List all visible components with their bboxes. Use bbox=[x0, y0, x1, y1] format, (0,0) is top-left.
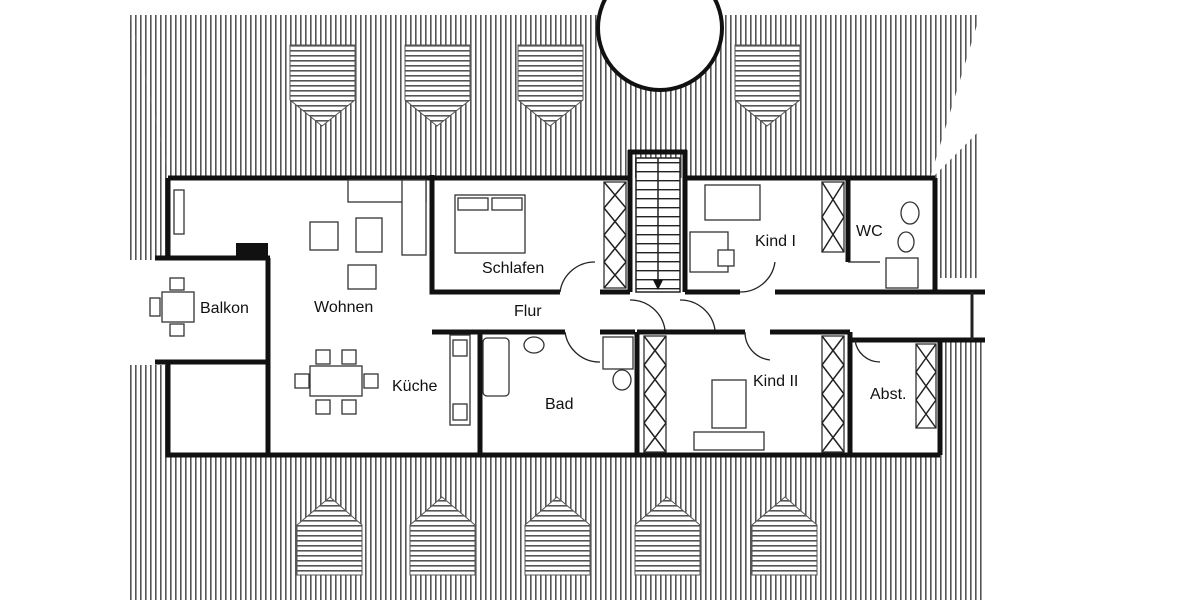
interior-floor bbox=[168, 178, 985, 455]
room-label-kueche: Küche bbox=[392, 378, 437, 395]
doors bbox=[559, 261, 974, 363]
room-label-bad: Bad bbox=[545, 396, 573, 413]
room-label-abst: Abst. bbox=[870, 386, 906, 403]
living-room-furniture bbox=[173, 179, 427, 290]
dining-table bbox=[294, 349, 379, 415]
room-label-wohnen: Wohnen bbox=[314, 299, 373, 316]
room-label-kind2: Kind II bbox=[753, 373, 798, 390]
dormer-windows-bottom bbox=[296, 496, 818, 576]
room-label-wc: WC bbox=[856, 223, 883, 240]
kind1-furniture bbox=[689, 184, 761, 273]
bad-fixtures bbox=[482, 336, 634, 397]
walls bbox=[155, 149, 985, 458]
skylight bbox=[596, 0, 724, 92]
balcony-furniture bbox=[149, 277, 195, 337]
room-labels: Schlafen Kind I WC Balkon Wohnen Flur Kü… bbox=[200, 223, 906, 413]
room-label-flur: Flur bbox=[514, 303, 542, 320]
room-label-balkon: Balkon bbox=[200, 300, 249, 317]
kind2-furniture bbox=[693, 379, 765, 451]
dormer-windows-top bbox=[289, 44, 801, 127]
wardrobes bbox=[603, 181, 937, 453]
room-label-kind1: Kind I bbox=[755, 233, 796, 250]
staircase bbox=[635, 157, 681, 293]
wc-fixtures bbox=[885, 201, 920, 289]
double-bed bbox=[454, 194, 526, 254]
room-label-schlafen: Schlafen bbox=[482, 260, 544, 277]
kitchen-counter bbox=[449, 334, 471, 426]
